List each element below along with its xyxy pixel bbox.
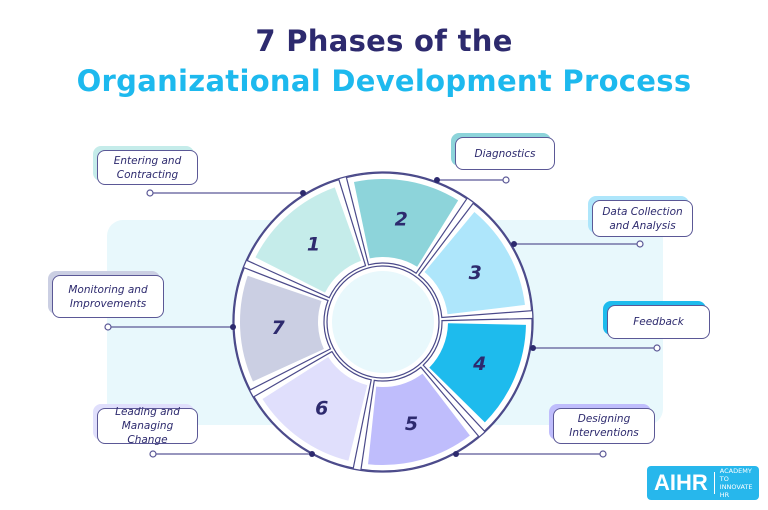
connector-open-dot [146, 189, 154, 197]
phase-segment-3 [424, 211, 525, 315]
phase-number-1: 1 [307, 233, 320, 255]
connector-open-dot [636, 240, 644, 248]
phase-number-5: 5 [405, 413, 418, 435]
connector-dot [511, 241, 517, 247]
connector-open-dot [653, 344, 661, 352]
phase-label-2: Diagnostics [455, 137, 555, 170]
connector-open-dot [149, 450, 157, 458]
phase-number-4: 4 [472, 353, 486, 375]
phase-label-3: Data Collection and Analysis [592, 200, 693, 237]
center-circle [332, 271, 434, 373]
title-line-2: Organizational Development Process [76, 64, 692, 98]
phase-label-6: Leading and Managing Change [97, 406, 198, 446]
connector-dot [309, 451, 315, 457]
phase-number-3: 3 [469, 262, 482, 284]
phase-label-5: Designing Interventions [553, 408, 655, 444]
phase-number-6: 6 [315, 397, 328, 419]
connector-dot [530, 345, 536, 351]
title-line-1: 7 Phases of the [255, 24, 513, 58]
phase-segment-5 [368, 373, 470, 465]
phase-segment-2 [353, 178, 459, 267]
phase-segment-6 [262, 356, 368, 461]
phase-segment-1 [255, 187, 362, 293]
connector-open-dot [104, 323, 112, 331]
connector-open-dot [502, 176, 510, 184]
phase-number-2: 2 [395, 209, 408, 231]
phase-label-7: Monitoring and Improvements [52, 275, 164, 318]
logo-brand: AIHR [647, 472, 715, 494]
connector-open-dot [599, 450, 607, 458]
phase-label-4: Feedback [607, 305, 710, 339]
connector-dot [453, 451, 459, 457]
phase-segment-4 [429, 323, 526, 423]
phase-label-1: Entering and Contracting [97, 150, 198, 185]
connector-dot [300, 190, 306, 196]
phase-segment-7 [240, 275, 324, 382]
connector-dot [230, 324, 236, 330]
phase-number-7: 7 [272, 317, 286, 339]
connector-dot [434, 177, 440, 183]
